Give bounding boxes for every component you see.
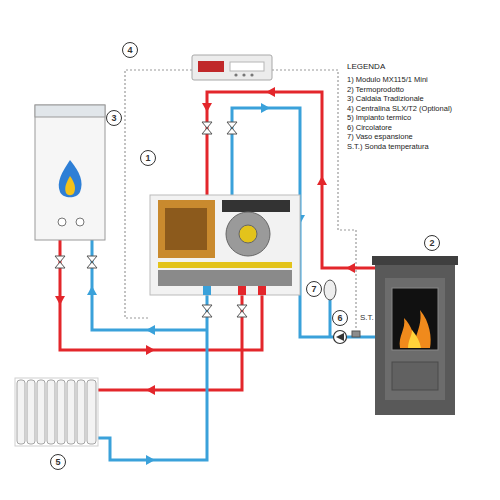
- flow-arrow: [146, 455, 155, 465]
- legend-entry: 4) Centralina SLX/T2 (Optional): [347, 104, 452, 113]
- callout-circle: [51, 455, 66, 470]
- pump-module: [150, 195, 300, 295]
- legend-entry: 5) Impianto termico: [347, 113, 411, 122]
- controller-button: [242, 73, 245, 76]
- radiator-fin: [57, 380, 65, 444]
- callout-circle: [107, 111, 122, 126]
- stove-glass: [392, 288, 438, 350]
- temperature-sensor: [352, 331, 360, 337]
- controller-button: [234, 73, 237, 76]
- circulator-symbol: [334, 331, 347, 344]
- stove-fire: [400, 310, 431, 348]
- module-exchanger: [165, 208, 207, 250]
- flow-arrow: [346, 263, 355, 273]
- callout-number: 1: [145, 153, 150, 163]
- module-motor: [222, 200, 290, 212]
- callout-number: 5: [55, 457, 60, 467]
- flow-arrow: [146, 345, 155, 355]
- sensor-label: S.T.: [360, 313, 374, 322]
- module-housing: [158, 200, 215, 258]
- radiator: [15, 378, 98, 446]
- module-fitting: [238, 286, 246, 295]
- flow-arrow: [202, 103, 212, 112]
- stove-body: [375, 262, 455, 415]
- flow-arrow: [55, 296, 65, 305]
- legend-entry: S.T.) Sonda temperatura: [347, 142, 429, 151]
- callout-number: 6: [337, 313, 342, 323]
- module-fitting: [258, 286, 266, 295]
- boiler-flame-core: [65, 176, 75, 195]
- boiler-knob: [76, 218, 84, 226]
- circulator-arrow: [336, 333, 344, 341]
- radiator-fin: [17, 380, 25, 444]
- module-manifold: [158, 270, 292, 286]
- vessel-pipe: [329, 300, 332, 337]
- module-pump: [226, 212, 270, 256]
- callout-circle: [307, 282, 322, 297]
- pellet-stove: [372, 256, 458, 415]
- legend-entry: 6) Circolatore: [347, 123, 392, 132]
- flow-arrow: [261, 103, 270, 113]
- radiator-fin: [67, 380, 75, 444]
- valve-symbol: [227, 122, 237, 134]
- radiator-fin: [47, 380, 55, 444]
- stove-drawer: [392, 362, 438, 390]
- stove-fire-core: [408, 330, 421, 348]
- legend-entry: 7) Vaso espansione: [347, 132, 413, 141]
- flow-arrow: [266, 87, 275, 97]
- callout-circle: [333, 311, 348, 326]
- module-pipe: [158, 262, 292, 268]
- controller-panel: [230, 62, 264, 71]
- radiator-fin: [37, 380, 45, 444]
- valve-symbol: [237, 305, 247, 317]
- flow-arrow: [87, 286, 97, 295]
- controller-housing: [192, 55, 272, 80]
- flow-arrow: [146, 325, 155, 335]
- radiator-fin: [77, 380, 85, 444]
- radiator-fin: [87, 380, 96, 444]
- controller-display: [198, 61, 224, 72]
- return-pipes: [92, 108, 375, 460]
- valve-symbol: [87, 256, 97, 268]
- controller-button: [250, 73, 253, 76]
- callout-number: 3: [111, 113, 116, 123]
- boiler-flame: [59, 160, 82, 197]
- blue-flow-arrows: [87, 103, 305, 465]
- radiator-fin: [27, 380, 35, 444]
- callout-circle: [123, 43, 138, 58]
- callout-number: 4: [127, 45, 132, 55]
- stove-front: [385, 278, 445, 400]
- module-pump-hub: [239, 225, 257, 243]
- boiler: [35, 105, 105, 240]
- valve-symbol: [55, 256, 65, 268]
- radiator-back: [15, 378, 98, 446]
- callout-number: 7: [311, 284, 316, 294]
- boiler-knob: [58, 218, 66, 226]
- valve-symbol: [202, 122, 212, 134]
- controller-unit: [192, 55, 272, 80]
- callout-circle: [425, 236, 440, 251]
- module-frame: [150, 195, 300, 295]
- flow-arrow: [317, 176, 327, 185]
- valve-symbol: [202, 305, 212, 317]
- module-fitting: [203, 286, 211, 295]
- radiator-return-pipe: [98, 295, 207, 460]
- legend-entry: 1) Modulo MX115/1 Mini: [347, 75, 428, 84]
- expansion-vessel: [324, 280, 336, 300]
- legend-heading: LEGENDA: [347, 62, 385, 71]
- callout-circle: [141, 151, 156, 166]
- legend-entry: 3) Caldaia Tradizionale: [347, 94, 424, 103]
- boiler-body: [35, 105, 105, 240]
- supply-pipes: [60, 92, 375, 390]
- radiator-supply-pipe: [98, 295, 242, 390]
- legend-entry: 2) Termoprodotto: [347, 85, 404, 94]
- boiler-top: [35, 105, 105, 117]
- flow-arrow: [146, 385, 155, 395]
- stove-top: [372, 256, 458, 265]
- callout-number: 2: [429, 238, 434, 248]
